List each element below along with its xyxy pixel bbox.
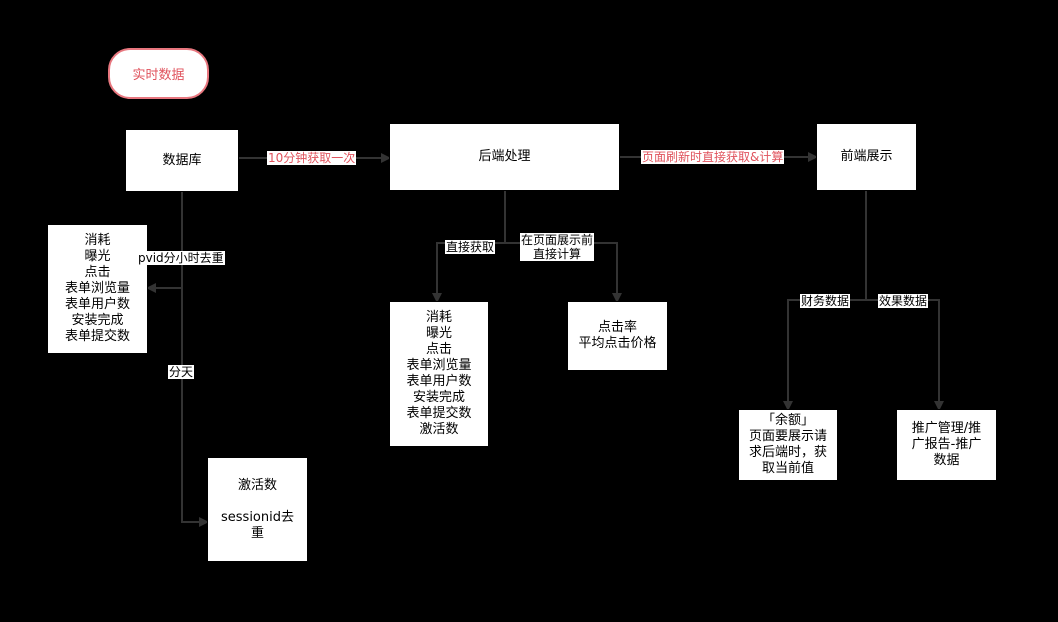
activations-title: 激活数 xyxy=(237,477,277,493)
edge-db-to-activations xyxy=(181,288,209,527)
balance-node: 「余额」 页面要展示请 求后端时，获 取当前值 xyxy=(738,409,838,481)
compute-before-show-line1: 在页面展示前 xyxy=(521,233,594,247)
edge-label-effect-data: 效果数据 xyxy=(878,294,929,308)
db-metric-clicks: 点击 xyxy=(84,265,111,280)
direct-metric-installs: 安装完成 xyxy=(412,390,465,405)
db-metric-form-views: 表单浏览量 xyxy=(64,281,130,296)
direct-metric-form-submits: 表单提交数 xyxy=(406,406,472,421)
direct-metric-impressions: 曝光 xyxy=(425,326,452,341)
realtime-data-label: 实时数据 xyxy=(132,68,185,83)
edge-label-refresh-fetch: 页面刷新时直接获取&计算 xyxy=(641,150,785,164)
realtime-data-legend: 实时数据 xyxy=(108,48,209,99)
promotion-node: 推广管理/推 广报告-推广 数据 xyxy=(896,409,997,481)
balance-title: 「余额」 xyxy=(761,413,814,428)
db-metric-installs: 安装完成 xyxy=(71,313,124,328)
frontend-node: 前端展示 xyxy=(816,123,917,191)
edge-frontend-to-promotion xyxy=(866,299,944,411)
activations-dedup-line1: sessionid去 xyxy=(221,509,294,525)
activations-dedup-line2: 重 xyxy=(250,525,264,541)
edge-label-compute-before-show: 在页面展示前 直接计算 xyxy=(520,233,595,261)
edge-label-direct-fetch: 直接获取 xyxy=(445,240,496,254)
direct-metric-form-users: 表单用户数 xyxy=(406,374,472,389)
edge-label-every-10min: 10分钟获取一次 xyxy=(267,151,357,165)
balance-line1: 页面要展示请 xyxy=(748,429,827,444)
frontend-label: 前端展示 xyxy=(840,149,893,164)
db-metric-impressions: 曝光 xyxy=(84,249,111,264)
db-metric-form-users: 表单用户数 xyxy=(64,297,130,312)
db-metrics-node: 消耗 曝光 点击 表单浏览量 表单用户数 安装完成 表单提交数 xyxy=(47,224,148,354)
direct-metric-activations: 激活数 xyxy=(419,422,459,437)
edge-label-pvid-dedup: pvid分小时去重 xyxy=(137,251,225,265)
db-metric-form-submits: 表单提交数 xyxy=(64,329,130,344)
direct-metric-form-views: 表单浏览量 xyxy=(406,358,472,373)
computed-metric-avg-cpc: 平均点击价格 xyxy=(578,336,657,351)
computed-metric-ctr: 点击率 xyxy=(597,320,637,335)
balance-line3: 取当前值 xyxy=(761,461,814,476)
backend-node: 后端处理 xyxy=(389,123,620,191)
backend-label: 后端处理 xyxy=(478,149,531,164)
promotion-line3: 数据 xyxy=(933,453,960,468)
direct-metric-cost: 消耗 xyxy=(425,310,452,325)
db-metric-cost: 消耗 xyxy=(84,233,111,248)
promotion-line1: 推广管理/推 xyxy=(911,421,982,436)
promotion-line2: 广报告-推广 xyxy=(911,437,982,452)
edge-db-to-metrics xyxy=(146,192,183,293)
database-label: 数据库 xyxy=(162,152,202,168)
edge-label-finance-data: 财务数据 xyxy=(800,294,851,308)
direct-metric-clicks: 点击 xyxy=(425,342,452,357)
compute-before-show-line2: 直接计算 xyxy=(533,247,582,261)
direct-metrics-node: 消耗 曝光 点击 表单浏览量 表单用户数 安装完成 表单提交数 激活数 xyxy=(389,301,489,447)
computed-metrics-node: 点击率 平均点击价格 xyxy=(567,301,668,371)
edge-label-by-day: 分天 xyxy=(168,365,195,379)
balance-line2: 求后端时，获 xyxy=(748,445,827,460)
activations-node: 激活数 sessionid去 重 xyxy=(207,457,308,562)
database-node: 数据库 xyxy=(125,129,239,192)
